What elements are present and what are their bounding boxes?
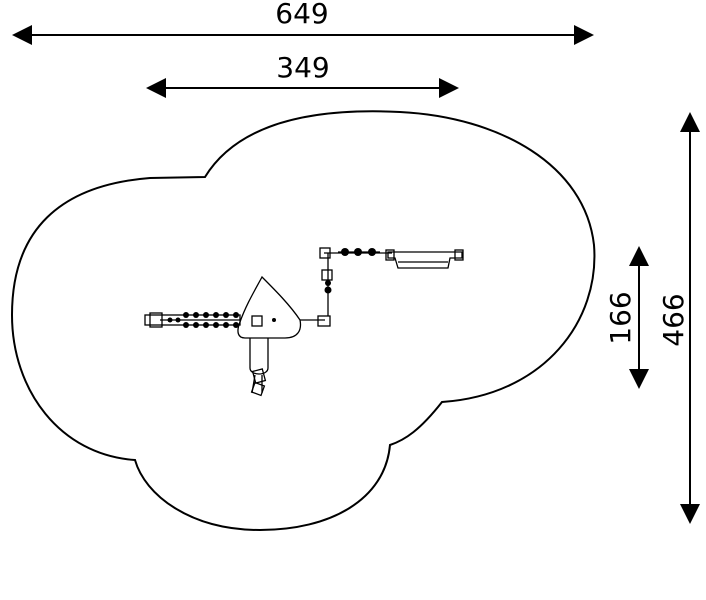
arrow-down-icon xyxy=(680,504,700,524)
connecting-bridge xyxy=(319,247,392,316)
overall-depth-label: 466 xyxy=(657,293,690,346)
overall-width-dimension: 649 xyxy=(12,0,594,45)
arrow-up-icon xyxy=(680,112,700,132)
climbing-net xyxy=(144,312,241,328)
right-platform xyxy=(385,249,464,269)
overall-width-label: 649 xyxy=(275,0,328,30)
arrow-left-icon xyxy=(146,78,166,98)
equipment-depth-dimension: 166 xyxy=(604,246,649,389)
slide-element xyxy=(249,338,269,397)
arrow-left-icon xyxy=(12,25,32,45)
overall-depth-dimension: 466 xyxy=(657,112,700,524)
central-tower xyxy=(237,275,331,339)
arrow-right-icon xyxy=(574,25,594,45)
safety-zone-outline xyxy=(10,110,596,532)
arrow-up-icon xyxy=(629,246,649,266)
arrow-right-icon xyxy=(439,78,459,98)
arrow-down-icon xyxy=(629,369,649,389)
equipment-width-dimension: 349 xyxy=(146,51,459,98)
equipment-width-label: 349 xyxy=(276,51,329,84)
equipment-depth-label: 166 xyxy=(604,291,637,344)
